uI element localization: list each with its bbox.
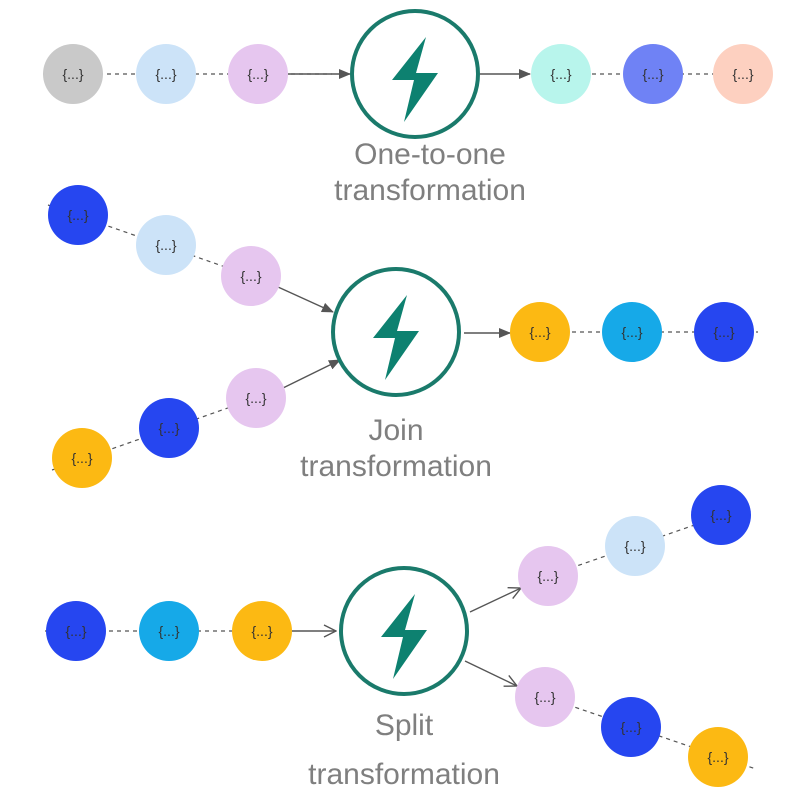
function-node (331, 267, 461, 397)
lightning-bolt-icon (392, 37, 438, 122)
lightning-bolt-icon (373, 295, 419, 380)
event-node-lavender: {...} (228, 44, 288, 104)
node-label: {...} (710, 507, 731, 523)
split-caption-line1: Split (375, 709, 434, 742)
event-node-lavender: {...} (518, 546, 578, 606)
node-label: {...} (247, 66, 268, 82)
event-node-royal-blue: {...} (139, 398, 199, 458)
arrow-edge (277, 286, 334, 313)
arrow-edge (469, 588, 521, 613)
node-label: {...} (155, 66, 176, 82)
event-node-royal-blue: {...} (601, 697, 661, 757)
node-label: {...} (155, 237, 176, 253)
node-label: {...} (251, 623, 272, 639)
arrow-edge (464, 660, 517, 686)
node-label: {...} (62, 66, 83, 82)
split-panel: {...} {...} {...} {...} {...} {...} (45, 485, 757, 791)
lightning-bolt-icon (381, 594, 427, 679)
join-caption-line2: transformation (300, 450, 492, 483)
node-label: {...} (67, 207, 88, 223)
event-node-cyan: {...} (139, 601, 199, 661)
node-label: {...} (158, 623, 179, 639)
event-node-amber: {...} (688, 727, 748, 787)
event-node-amber: {...} (510, 302, 570, 362)
node-label: {...} (713, 324, 734, 340)
one-to-one-caption-line1: One-to-one (354, 138, 506, 171)
node-label: {...} (529, 324, 550, 340)
function-node (339, 566, 469, 696)
event-node-lavender: {...} (226, 368, 286, 428)
event-node-light-blue: {...} (136, 215, 196, 275)
node-label: {...} (732, 66, 753, 82)
node-label: {...} (624, 538, 645, 554)
node-label: {...} (65, 623, 86, 639)
node-label: {...} (550, 66, 571, 82)
function-node (350, 9, 480, 139)
arrow-edge (282, 359, 341, 389)
event-node-light-blue: {...} (136, 44, 196, 104)
event-node-royal-blue: {...} (694, 302, 754, 362)
node-label: {...} (245, 390, 266, 406)
event-node-light-blue: {...} (605, 516, 665, 576)
join-caption-line1: Join (368, 414, 423, 447)
node-label: {...} (707, 749, 728, 765)
node-label: {...} (240, 268, 261, 284)
one-to-one-caption-line2: transformation (334, 174, 526, 207)
event-node-mint: {...} (531, 44, 591, 104)
join-panel: {...} {...} {...} {...} {...} {...} (47, 185, 758, 488)
event-node-royal-blue: {...} (48, 185, 108, 245)
event-node-amber: {...} (52, 428, 112, 488)
node-label: {...} (534, 689, 555, 705)
node-label: {...} (621, 324, 642, 340)
event-node-amber: {...} (232, 601, 292, 661)
node-label: {...} (620, 719, 641, 735)
node-label: {...} (158, 420, 179, 436)
node-label: {...} (642, 66, 663, 82)
event-node-royal-blue: {...} (691, 485, 751, 545)
node-label: {...} (71, 450, 92, 466)
event-node-lavender: {...} (221, 246, 281, 306)
event-node-royal-blue: {...} (46, 601, 106, 661)
event-node-cyan: {...} (602, 302, 662, 362)
event-node-gray: {...} (43, 44, 103, 104)
node-label: {...} (537, 568, 558, 584)
event-node-peach: {...} (713, 44, 773, 104)
one-to-one-panel: {...} {...} {...} {...} {...} {...} One-… (43, 9, 773, 207)
split-caption-line2: transformation (308, 758, 500, 791)
event-node-lavender: {...} (515, 667, 575, 727)
event-node-periwinkle: {...} (623, 44, 683, 104)
